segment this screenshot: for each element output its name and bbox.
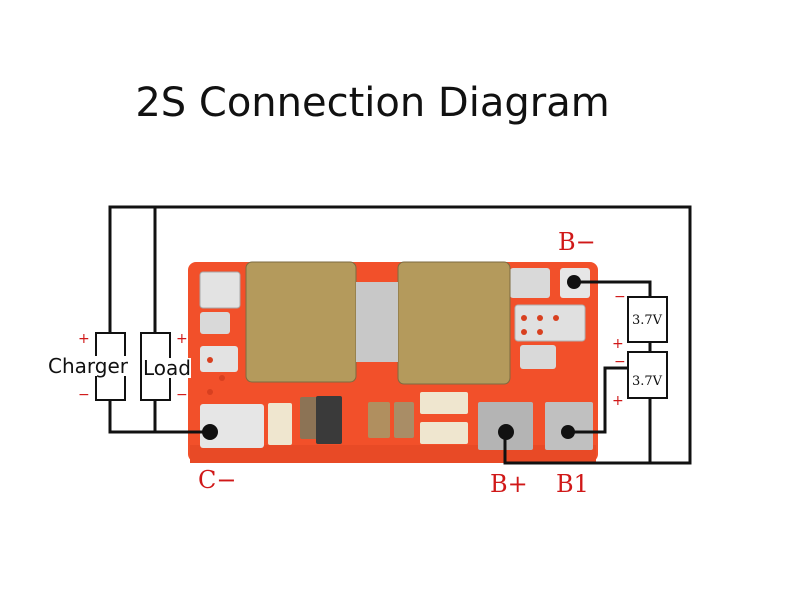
load-minus: − [176,387,188,403]
cell-top-plus: + [612,336,624,352]
diagram-title: 2S Connection Diagram [135,80,610,126]
label-b-plus: B+ [490,470,528,498]
charger-plus: + [78,331,90,347]
mosfet-left [245,261,378,383]
label-b1: B1 [556,470,589,498]
cell-bottom-box [627,351,668,399]
load-plus: + [176,331,188,347]
cell-bottom-plus: + [612,393,624,409]
cell-top-minus: − [614,289,626,305]
charger-label: Charger [48,354,128,378]
cell-top-box [627,296,668,343]
load-label: Load [143,356,191,380]
cell-bottom-minus: − [614,354,626,370]
label-c-minus: C− [198,466,237,494]
terminal-dots [202,275,581,440]
cell-top-label: 3.7V [632,313,663,328]
charger-minus: − [78,387,90,403]
mosfet-right [378,261,511,385]
cell-bottom-label: 3.7V [632,374,663,389]
label-b-minus: B− [558,228,596,256]
